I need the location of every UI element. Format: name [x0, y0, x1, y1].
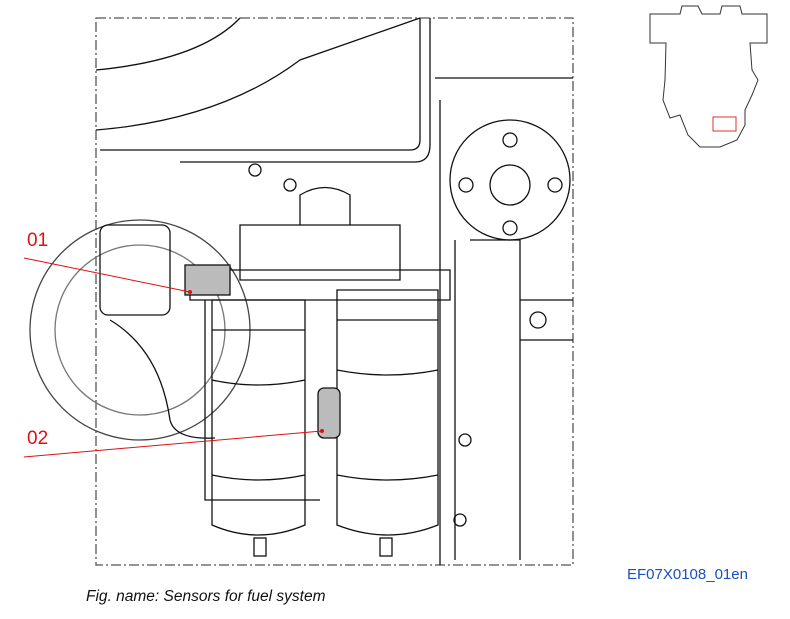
pipe-top — [100, 18, 431, 163]
callout-02: 02 — [27, 428, 49, 449]
figure-code: EF07X0108_01en — [627, 566, 748, 583]
frame-right — [435, 77, 573, 565]
filter-left — [211, 299, 306, 536]
sensor-02 — [317, 387, 341, 439]
callout-line-02 — [23, 430, 323, 458]
fuel-pipe — [109, 240, 456, 560]
callout-01: 01 — [27, 230, 49, 251]
locator-highlight — [712, 116, 737, 132]
detail-frame — [95, 17, 574, 566]
figure-caption: Fig. name: Sensors for fuel system — [86, 588, 326, 605]
callout-line-01 — [23, 257, 191, 293]
flange — [449, 119, 571, 241]
filter-right — [336, 289, 439, 536]
sensor-block — [99, 224, 171, 316]
engine-locator-outline — [649, 5, 768, 148]
fan-housing — [95, 17, 421, 131]
